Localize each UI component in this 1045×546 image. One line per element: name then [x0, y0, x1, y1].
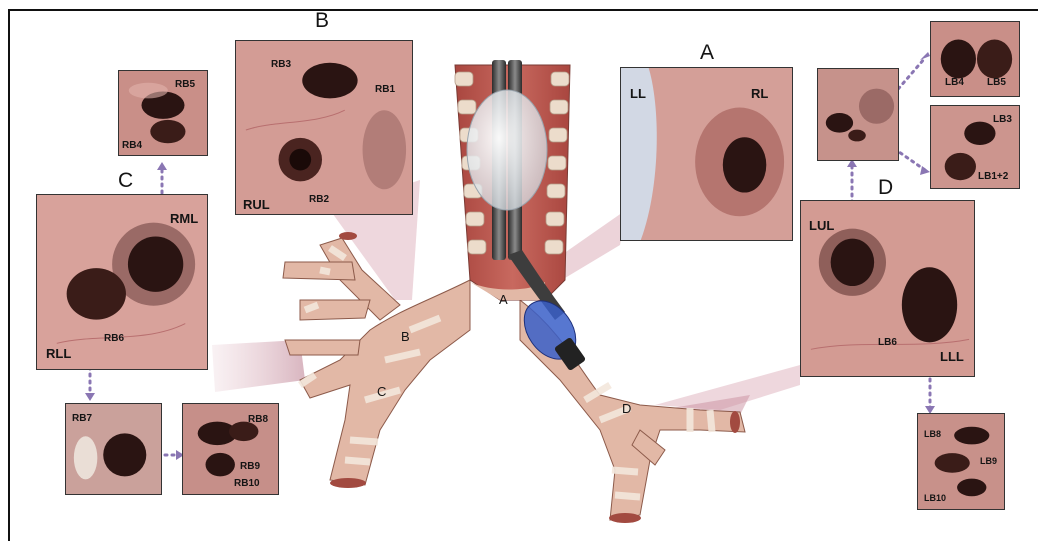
label-lb8: LB8	[924, 430, 941, 439]
label-rb2: RB2	[309, 195, 329, 205]
label-rb1: RB1	[375, 85, 395, 95]
section-label-c: C	[118, 170, 133, 191]
label-lb1-2: LB1+2	[978, 172, 1008, 182]
label-rll: RLL	[46, 347, 71, 360]
label-lul: LUL	[809, 219, 834, 232]
label-lll: LLL	[940, 350, 964, 363]
illustration-label-b: B	[401, 330, 410, 343]
label-rb5: RB5	[175, 80, 195, 90]
panel-left-upper-branches	[817, 68, 899, 161]
label-rb3: RB3	[271, 60, 291, 70]
label-ll: LL	[630, 87, 646, 100]
panel-lb4-lb5	[930, 21, 1020, 97]
label-rb7: RB7	[72, 414, 92, 424]
label-rul: RUL	[243, 198, 270, 211]
label-lb9: LB9	[980, 457, 997, 466]
label-rb10: RB10	[234, 479, 260, 489]
section-label-a: A	[700, 42, 714, 63]
label-rml: RML	[170, 212, 198, 225]
section-label-d: D	[878, 177, 893, 198]
label-lb10: LB10	[924, 494, 946, 503]
label-lb6: LB6	[878, 338, 897, 348]
section-label-b: B	[315, 10, 329, 31]
label-rb9: RB9	[240, 462, 260, 472]
label-rb6: RB6	[104, 334, 124, 344]
label-lb3: LB3	[993, 115, 1012, 125]
label-rl: RL	[751, 87, 768, 100]
label-rb8: RB8	[248, 415, 268, 425]
label-lb4: LB4	[945, 78, 964, 88]
panel-b-right-upper-lobe	[235, 40, 413, 215]
label-lb5: LB5	[987, 78, 1006, 88]
illustration-label-c: C	[377, 385, 386, 398]
tracheal-cuff	[467, 90, 547, 210]
illustration-label-d: D	[622, 402, 631, 415]
illustration-label-a: A	[499, 293, 508, 306]
label-rb4: RB4	[122, 141, 142, 151]
